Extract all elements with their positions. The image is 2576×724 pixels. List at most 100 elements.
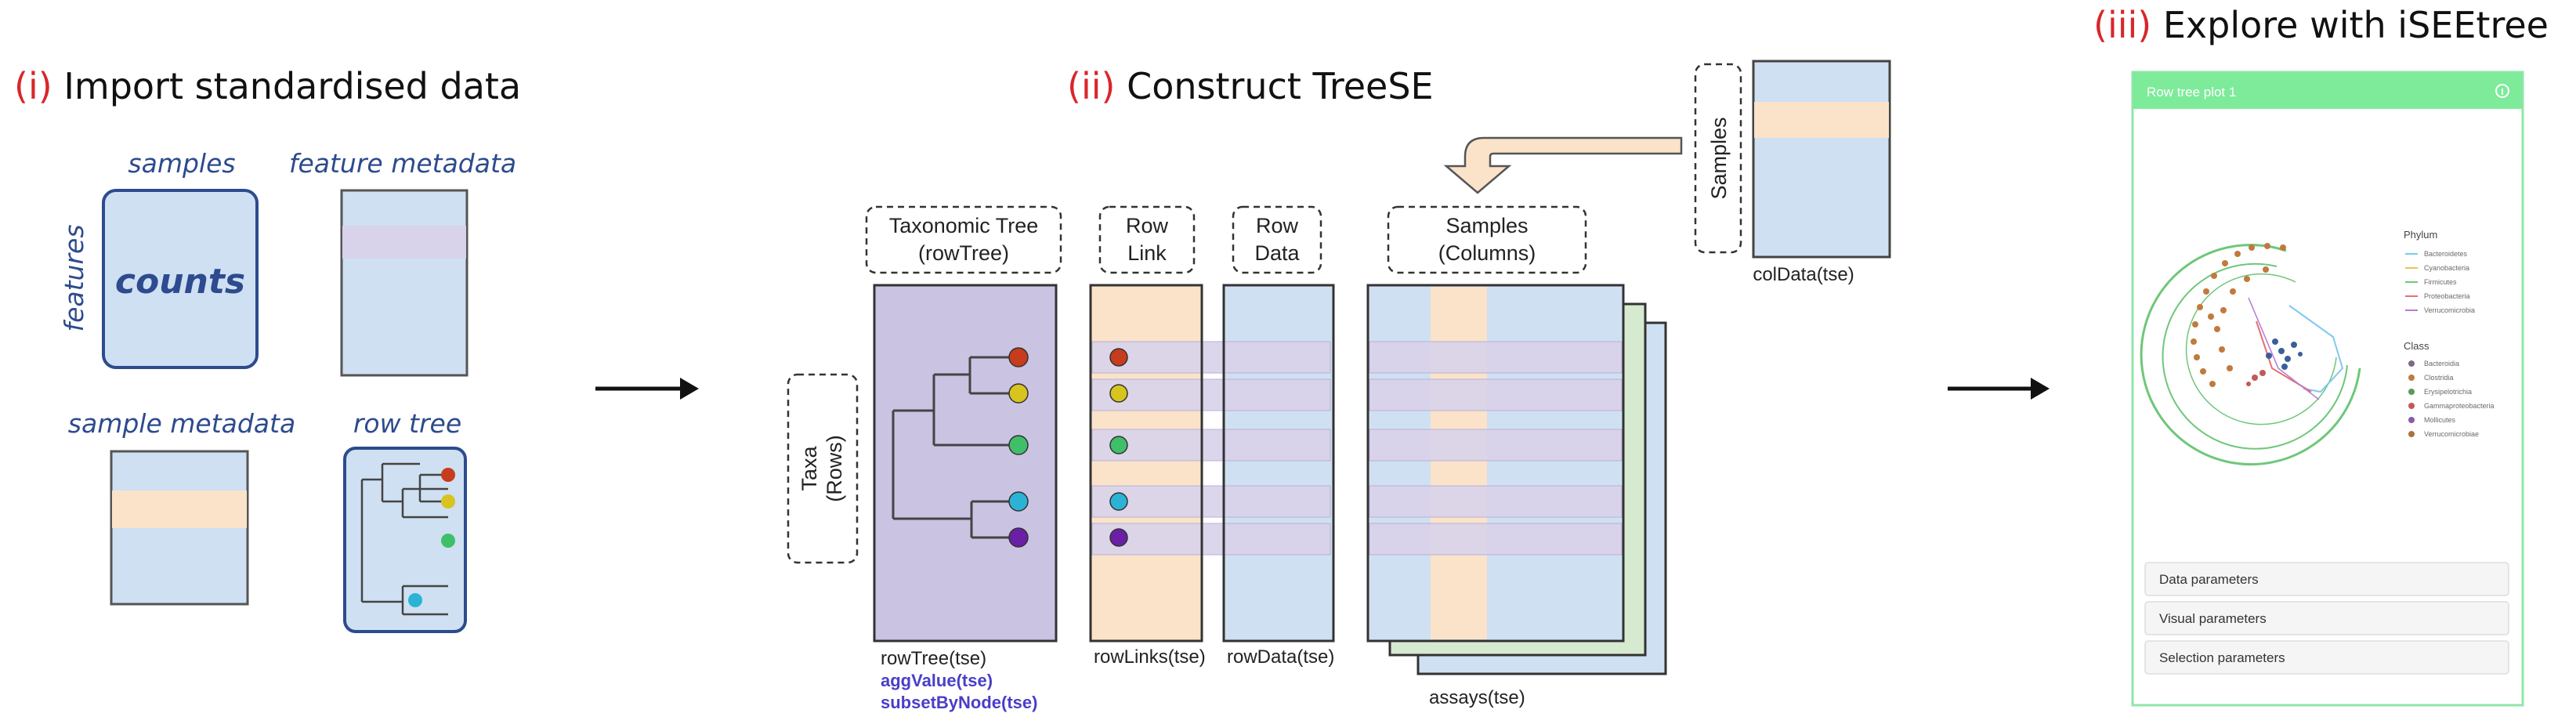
coldata-highlight-row [1754,102,1889,138]
row-link-label-line2: Link [1127,241,1167,265]
row-data-label-line2: Data [1254,241,1300,265]
taxa-row-bands [1091,341,1623,556]
row-tree-label: row tree [353,408,461,439]
taxonomic-tree-label-box [865,205,1062,274]
section-iii-heading: (iii) Explore with iSEEtree [2093,4,2549,46]
taxa-rows-label-line1: Taxa [798,446,821,491]
section-ii-heading: (ii) Construct TreeSE [1067,65,1434,107]
legend-class-swatch [2408,389,2415,395]
legend-class-swatch [2408,431,2415,437]
feature-metadata-highlight-row [342,226,466,259]
taxonomic-tree-label-line1: Taxonomic Tree [889,214,1039,237]
visual-parameters-accordion[interactable]: Visual parameters [2144,601,2509,635]
circular-tree-plot [2140,244,2361,466]
taxa-row-band [1091,341,1331,374]
taxa-row-band [1369,429,1623,462]
section-i-heading: (i) Import standardised data [14,65,521,107]
legend-class-item: Clostridia [2424,374,2454,382]
legend-class-item: Erysipelotrichia [2424,388,2472,396]
legend-phylum-item: Bacteroidetes [2424,250,2468,258]
legend-class-item: Bacteroidia [2424,360,2459,367]
legend-class-swatch [2408,417,2415,423]
subsetbynode-fn-label: subsetByNode(tse) [881,693,1037,712]
coldata-arrow [1443,136,1683,194]
legend-phylum-item: Cyanobacteria [2424,264,2469,272]
samples-columns-label-line2: (Columns) [1438,241,1536,265]
row-data-label-box [1232,205,1322,274]
mini-tree-tip [441,534,455,548]
rowdata-fn-label: rowData(tse) [1227,646,1334,668]
mini-row-tree [360,462,448,616]
mini-tree-node [408,593,422,607]
legend-class-swatch [2408,375,2415,381]
arrow-right [595,378,699,400]
legend-class-item: Verrucomicrobiae [2424,430,2479,438]
taxonomic-tree [892,356,1018,539]
section-ii-roman: (ii) [1067,65,1115,107]
rowlink-dot [1109,436,1128,454]
legend-class-swatch [2408,360,2415,367]
legend-phylum-item: Firmicutes [2424,278,2457,286]
taxa-row-band [1091,523,1331,556]
section-import: (i) Import standardised data samples fea… [14,65,521,633]
taxonomic-tree-label-line2: (rowTree) [918,241,1009,265]
legend-class-item: Mollicutes [2424,416,2456,424]
legend-class-swatch [2408,403,2415,409]
taxa-rows-label-box [787,373,859,564]
section-i-roman: (i) [14,65,52,107]
taxa-row-band [1369,378,1623,411]
legend-phylum-item: Verrucomicrobia [2424,306,2475,314]
counts-label: counts [115,262,245,302]
circular-tree-tips-blue [2266,338,2303,370]
taxa-rows-label-line2: (Rows) [823,435,846,502]
taxa-row-band [1369,341,1623,374]
tree-tip-node [1008,383,1029,404]
sample-metadata-highlight-row [112,491,247,528]
counts-matrix [102,189,259,369]
rowlink-dot [1109,384,1128,403]
rowlink-dot [1109,492,1128,511]
tree-tip-node [1008,491,1029,512]
section-ii-title: Construct TreeSE [1127,65,1434,107]
feature-metadata-table [340,189,469,377]
coldata-table [1752,60,1891,259]
rowdata-panel [1222,284,1335,643]
data-parameters-accordion[interactable]: Data parameters [2144,562,2509,596]
assays-fn-label: assays(tse) [1429,687,1525,708]
section-i-title: Import standardised data [63,65,521,107]
row-link-label-line1: Row [1126,214,1169,237]
mini-tree-tip [441,468,455,482]
samples-columns-label-line1: Samples [1445,214,1528,237]
samples-label-box [1694,63,1742,254]
visual-parameters-label: Visual parameters [2159,611,2267,626]
samples-columns-label-box [1387,205,1587,274]
section-isee: (iii) Explore with iSEEtree Row tree plo… [2093,4,2549,707]
isee-panel-header [2133,73,2522,109]
taxa-row-band [1369,523,1623,556]
rowtree-panel [873,284,1058,643]
samples-label: Samples [1707,117,1731,199]
feature-metadata-label: feature metadata [289,148,516,179]
coldata-fn-label: colData(tse) [1753,264,1854,285]
arrow-right [1948,378,2050,400]
isee-panel-title: Row tree plot 1 [2147,85,2236,100]
circular-tree-tips-red [2246,370,2266,386]
row-data-label-line1: Row [1256,214,1299,237]
selection-parameters-accordion[interactable]: Selection parameters [2144,640,2509,675]
section-iii-roman: (iii) [2093,4,2151,46]
rowtree-fn-label: rowTree(tse) [881,648,986,669]
rowlinks-fn-label: rowLinks(tse) [1094,646,1206,668]
rowdata-panel-outline [1222,284,1335,643]
assay-layer-front [1366,284,1625,643]
features-label: features [59,224,89,331]
selection-parameters-label: Selection parameters [2159,650,2285,665]
taxa-row-band [1091,485,1331,518]
section-iii-title: Explore with iSEEtree [2163,4,2549,46]
sample-metadata-label: sample metadata [68,408,295,439]
data-parameters-label: Data parameters [2159,572,2259,587]
rowlink-dot [1109,528,1128,547]
rowlink-panel [1089,284,1203,643]
tree-tip-node [1008,527,1029,548]
panel-info-icon[interactable] [2495,84,2509,98]
